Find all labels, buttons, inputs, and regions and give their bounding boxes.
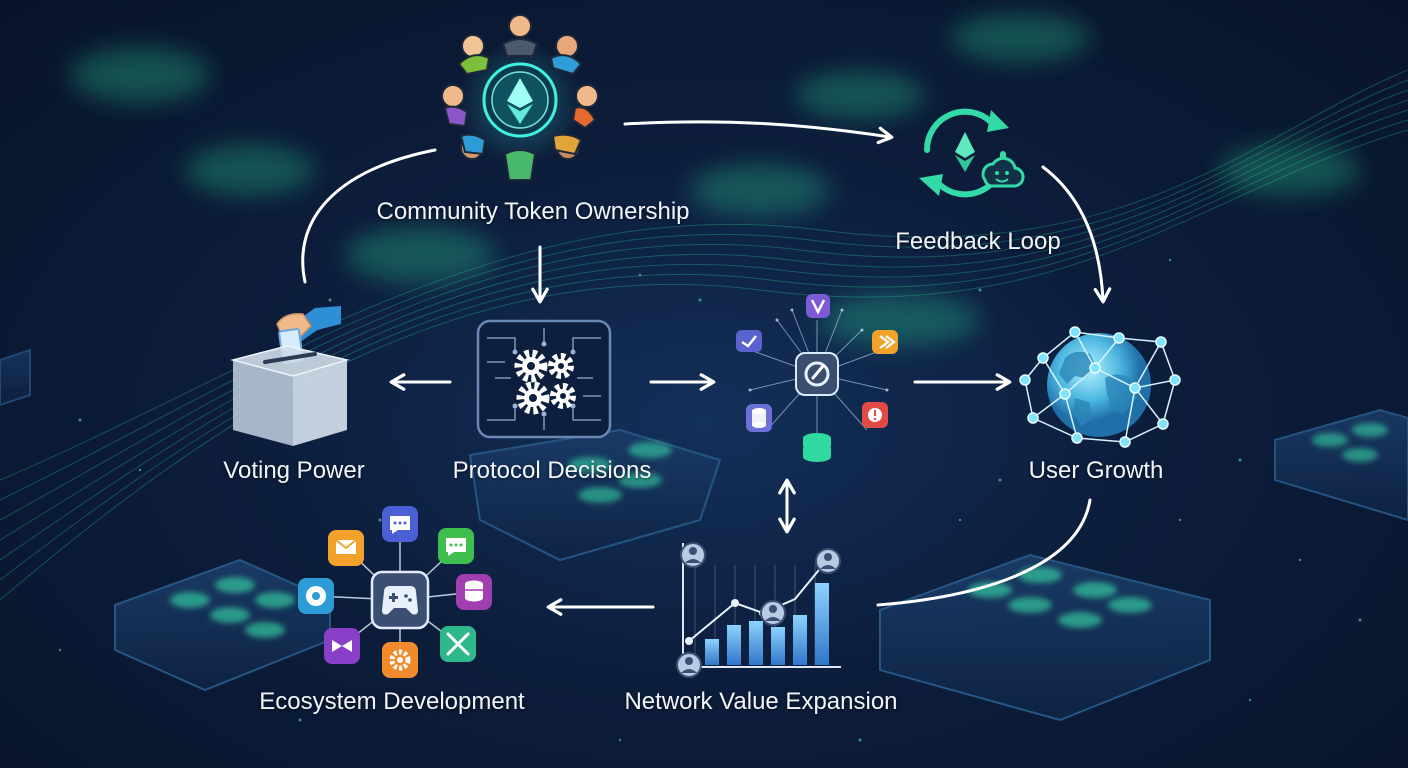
forward-app-icon [872, 330, 898, 354]
people-circle-ethereum-icon [441, 14, 599, 181]
user-growth-node [1015, 318, 1183, 453]
gamepad-icon [382, 586, 418, 615]
gear-icon [548, 353, 574, 379]
ecosystem-development-node [292, 500, 492, 685]
checkmark-app-icon [736, 330, 762, 352]
protocol-decisions-node [475, 318, 613, 440]
protocol-decisions-label: Protocol Decisions [452, 457, 652, 484]
arrow-voting-to-community [301, 148, 437, 284]
ecosystem-apps-icon [298, 506, 492, 678]
ethereum-icon [955, 132, 975, 172]
ballot-box-icon [230, 306, 350, 446]
community-token-ownership-node [435, 8, 605, 193]
ethereum-icon [507, 78, 533, 124]
gear-icon [516, 381, 550, 415]
feedback-loop-node [905, 102, 1025, 202]
smile-cloud-icon [981, 156, 1025, 188]
security-app-icon [298, 578, 334, 614]
globe-network-icon [1019, 326, 1181, 448]
swords-app-icon [440, 626, 476, 662]
app-hub-icon [736, 294, 898, 462]
alert-app-icon [862, 402, 888, 428]
shield-app-icon [806, 294, 830, 318]
voting-power-label: Voting Power [223, 457, 365, 484]
voting-power-node [225, 290, 355, 450]
arrow-feedback-to-user-growth [1041, 165, 1112, 304]
refresh-cycle-icon [919, 108, 1025, 198]
message-app-icon [438, 528, 474, 564]
ecosystem-development-label: Ecosystem Development [259, 688, 525, 715]
community-token-ownership-label: Community Token Ownership [376, 198, 690, 225]
user-avatar-icon [815, 548, 841, 574]
settings-app-icon [382, 642, 418, 678]
mail-app-icon [328, 530, 364, 566]
apps-hub-node [722, 290, 912, 470]
database-icon [803, 433, 831, 462]
growth-chart-icon [676, 542, 841, 678]
gear-icon [514, 349, 548, 383]
network-value-expansion-label: Network Value Expansion [624, 688, 898, 715]
bowtie-app-icon [324, 628, 360, 664]
user-avatar-icon [676, 652, 702, 678]
arrow-community-to-feedback [623, 120, 894, 145]
arrow-user-growth-to-network [876, 498, 1092, 607]
gear-icon [550, 383, 576, 409]
user-avatar-icon [760, 600, 786, 626]
network-value-expansion-node [665, 535, 845, 685]
database-app-icon [746, 404, 772, 432]
circuit-gears-icon [476, 319, 612, 439]
user-growth-label: User Growth [1028, 457, 1164, 484]
chat-app-icon [382, 506, 418, 542]
user-avatar-icon [680, 542, 706, 568]
feedback-loop-label: Feedback Loop [895, 228, 1061, 255]
storage-app-icon [456, 574, 492, 610]
